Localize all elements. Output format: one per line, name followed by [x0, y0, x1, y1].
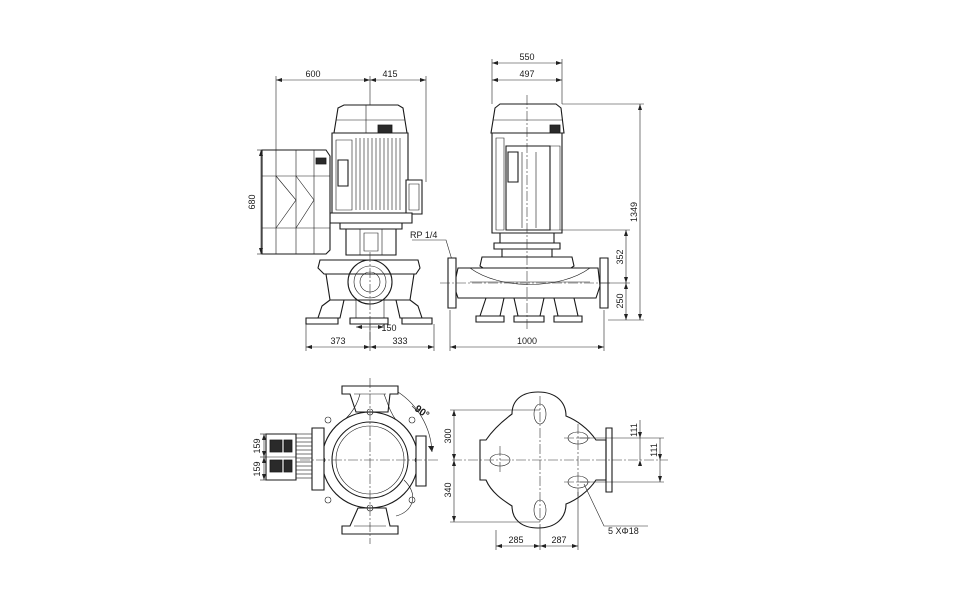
dim-plan-287: 287 — [551, 535, 566, 545]
dim-plan-111-lower: 111 — [649, 443, 659, 457]
dim-front-333: 333 — [392, 336, 407, 346]
top-view — [266, 378, 440, 544]
dim-side-550: 550 — [519, 52, 534, 62]
dim-top-159-upper: 159 — [252, 438, 262, 453]
dim-side-250: 250 — [615, 293, 625, 308]
dim-side-1000: 1000 — [517, 336, 537, 346]
dim-front-150: 150 — [381, 323, 396, 333]
hole-callout: 5 XΦ18 — [608, 526, 639, 536]
dim-plan-340: 340 — [443, 482, 453, 497]
side-dimensions — [450, 59, 644, 351]
dim-side-352: 352 — [615, 249, 625, 264]
dim-front-415: 415 — [382, 69, 397, 79]
dim-side-497: 497 — [519, 69, 534, 79]
front-elevation-view — [262, 105, 452, 340]
dim-plan-285: 285 — [508, 535, 523, 545]
top-dimensions — [260, 434, 266, 480]
front-dimensions — [257, 76, 434, 351]
dim-front-373: 373 — [330, 336, 345, 346]
dim-top-159-lower: 159 — [252, 461, 262, 476]
dim-plan-111-upper: 111 — [629, 423, 639, 437]
plan-dimensions — [450, 410, 664, 550]
foundation-plan-view — [452, 392, 668, 528]
dim-front-680: 680 — [247, 194, 257, 209]
thread-label: RP 1/4 — [410, 230, 437, 240]
dim-side-1349: 1349 — [629, 202, 639, 222]
angle-label: 90° — [412, 403, 431, 421]
dim-front-600: 600 — [305, 69, 320, 79]
side-elevation-view — [440, 95, 612, 330]
dim-plan-300: 300 — [443, 428, 453, 443]
